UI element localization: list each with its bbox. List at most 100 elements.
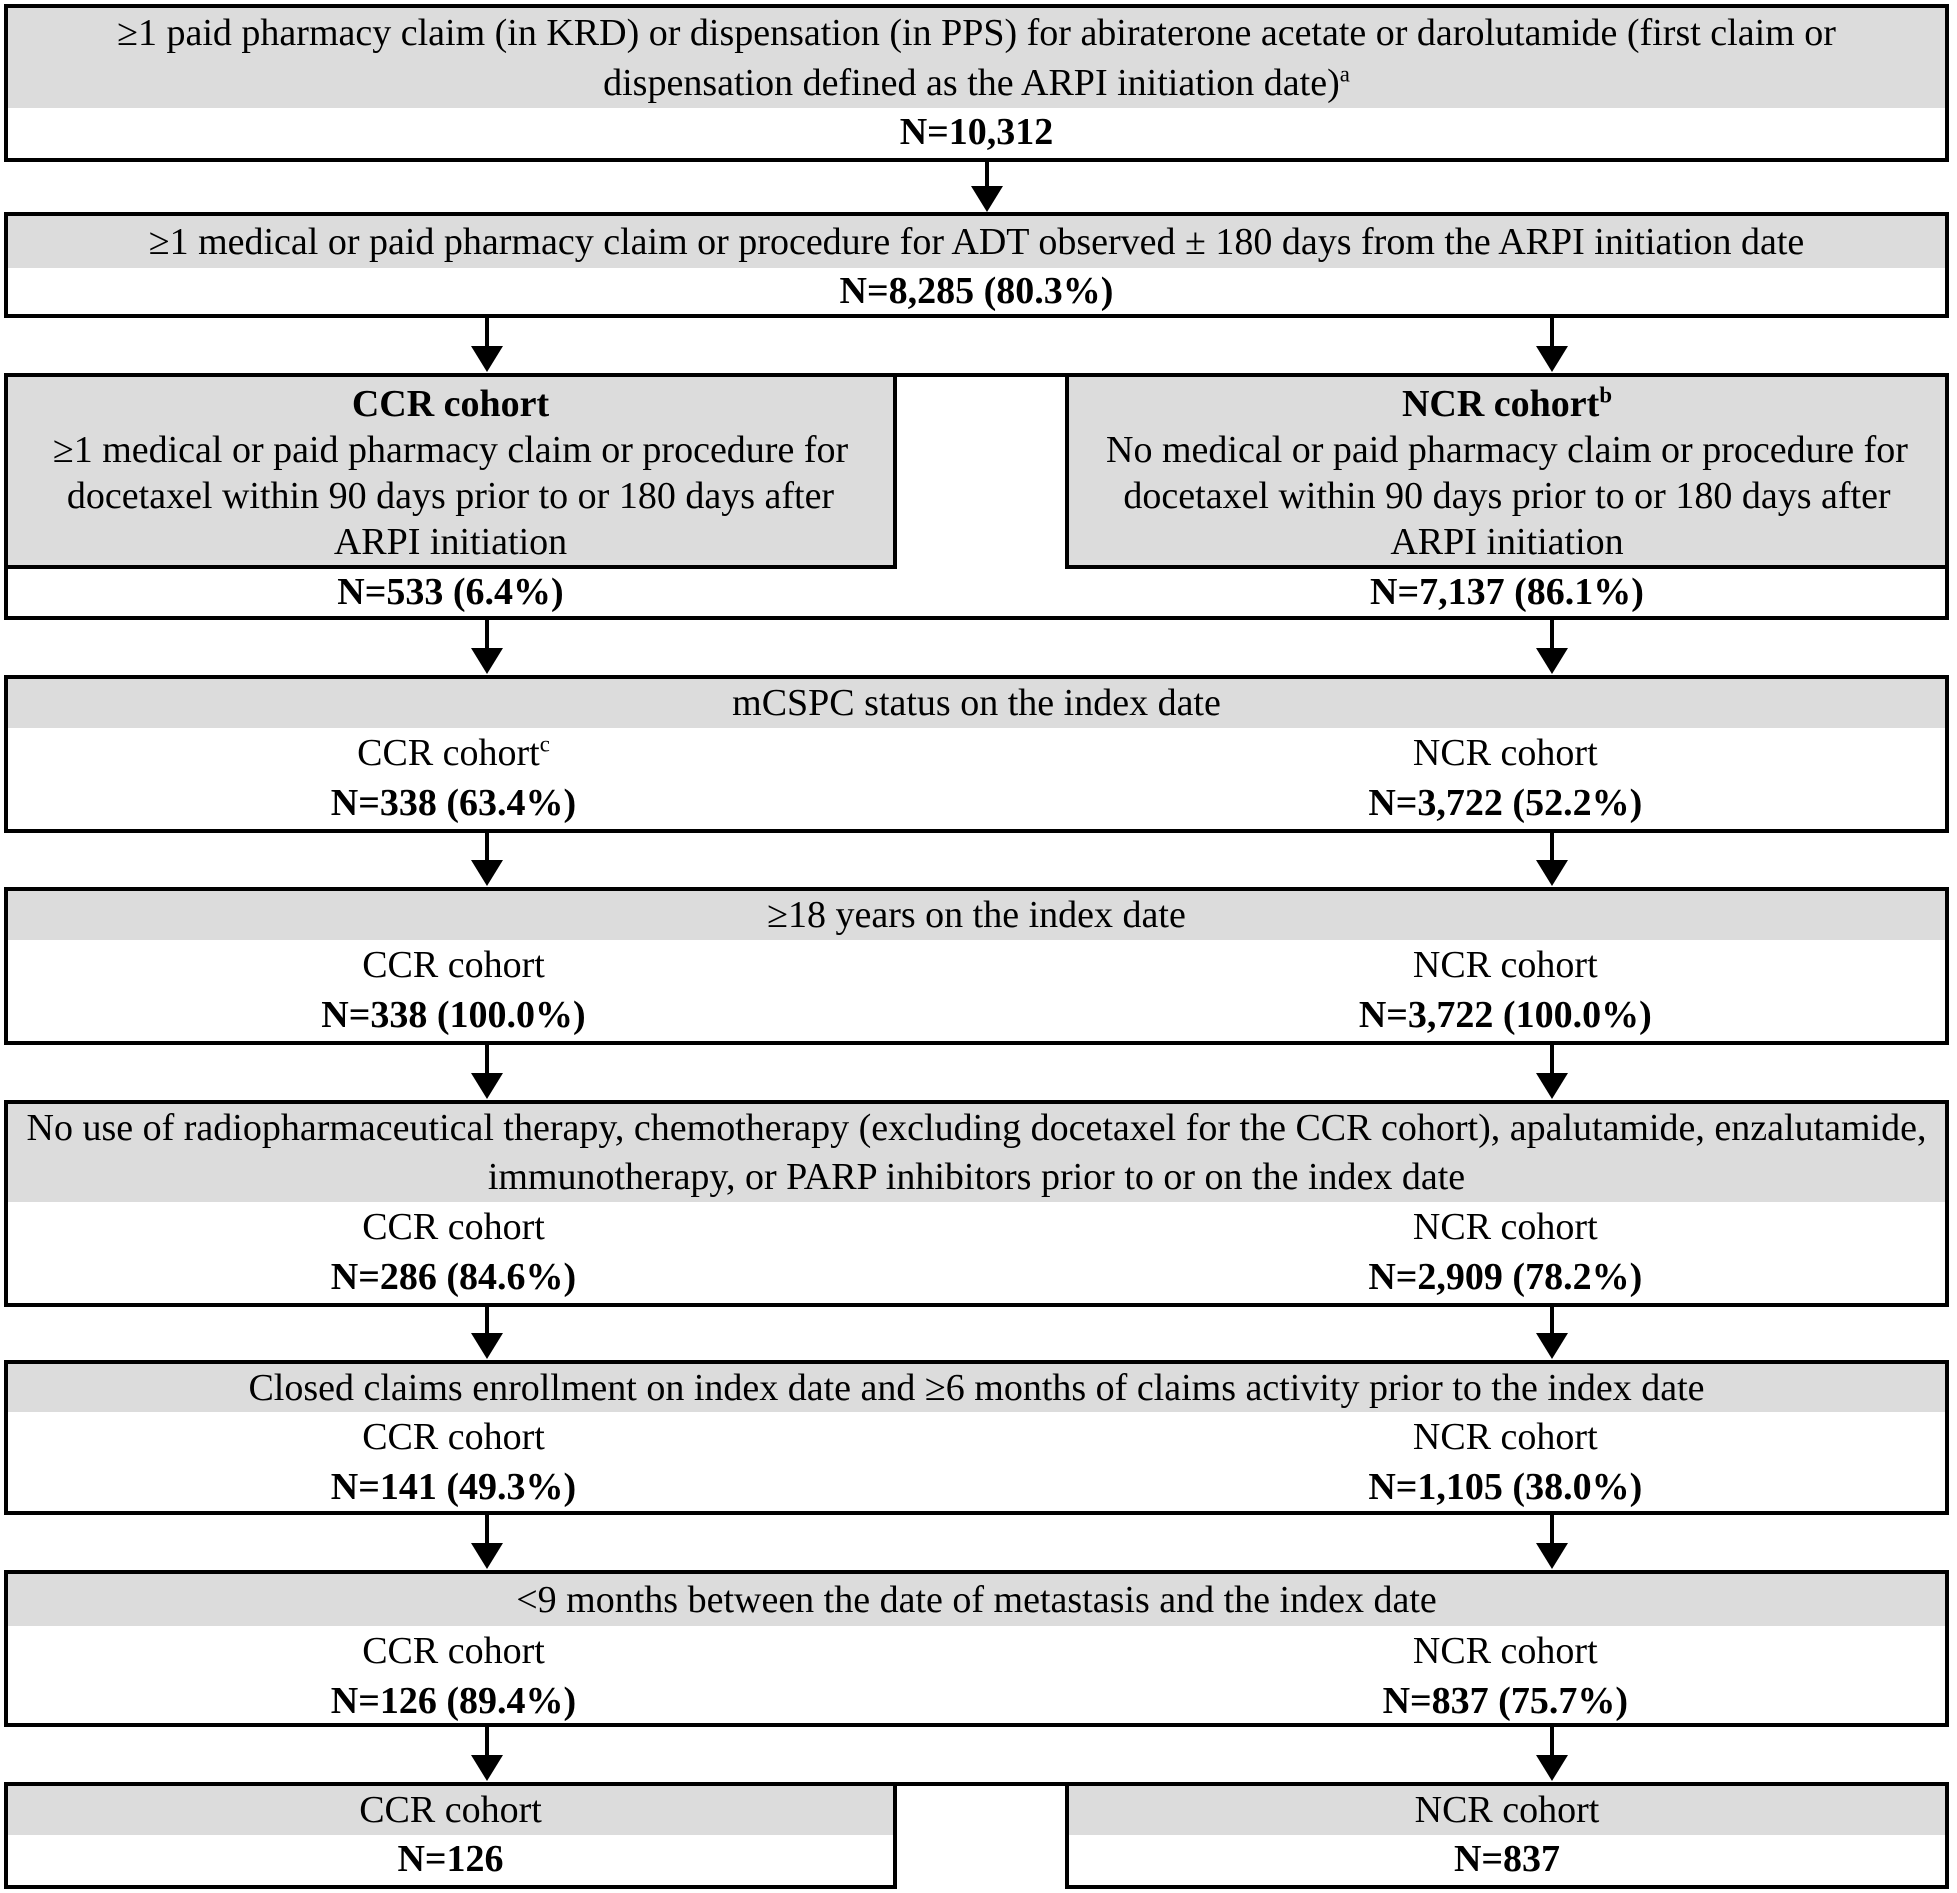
ccr-cohort-criterion: ≥1 medical or paid pharmacy claim or pro…	[52, 429, 849, 563]
arrow-shaft	[485, 1307, 489, 1333]
step8-criterion-band: <9 months between the date of metastasis…	[8, 1574, 1945, 1626]
ccr-n-value: N=338 (100.0%)	[321, 994, 586, 1036]
step1-criterion-band: ≥1 paid pharmacy claim (in KRD) or dispe…	[8, 8, 1945, 108]
arrow-shaft	[485, 318, 489, 346]
step1-text: ≥1 paid pharmacy claim (in KRD) or dispe…	[117, 12, 1836, 104]
final-ccr-box: CCR cohort N=126	[4, 1786, 897, 1889]
arrow-shaft	[485, 1727, 489, 1755]
arrow-head-icon	[471, 1073, 503, 1099]
step8-box: <9 months between the date of metastasis…	[4, 1570, 1949, 1727]
flow-arrow	[1536, 318, 1568, 372]
final-ncr-title: NCR cohort	[1069, 1786, 1945, 1835]
ncr-n-value: N=837 (75.7%)	[1382, 1680, 1628, 1722]
step5-ccr-column: CCR cohort N=338 (100.0%)	[8, 940, 899, 1041]
step5-criterion-band: ≥18 years on the index date	[8, 891, 1945, 940]
step4-ncr-column: NCR cohort N=3,722 (52.2%)	[1066, 728, 1945, 829]
ncr-n-value: N=3,722 (100.0%)	[1358, 994, 1652, 1036]
step6-criterion-band: No use of radiopharmaceutical therapy, c…	[8, 1104, 1945, 1202]
arrow-head-icon	[971, 186, 1003, 212]
step6-criterion-text: No use of radiopharmaceutical therapy, c…	[26, 1107, 1927, 1198]
arrow-head-icon	[1536, 1073, 1568, 1099]
step2-box: ≥1 medical or paid pharmacy claim or pro…	[4, 212, 1949, 318]
cohort-split-box: CCR cohort ≥1 medical or paid pharmacy c…	[4, 373, 1949, 620]
ncr-cohort-label: NCR cohort	[1412, 944, 1598, 986]
ccr-n-value: N=286 (84.6%)	[330, 1256, 577, 1298]
step4-criterion-text: mCSPC status on the index date	[732, 682, 1221, 724]
arrow-shaft	[985, 162, 989, 186]
step7-ccr-column: CCR cohort N=141 (49.3%)	[8, 1412, 899, 1511]
step4-ccr-column: CCR cohortc N=338 (63.4%)	[8, 728, 899, 829]
arrow-head-icon	[1536, 648, 1568, 674]
flow-arrow	[971, 162, 1003, 212]
ncr-n-value: N=1,105 (38.0%)	[1368, 1466, 1643, 1508]
ccr-cohort-label: CCR cohort	[362, 944, 545, 986]
arrow-shaft	[1550, 318, 1554, 346]
step1-criterion-text: ≥1 paid pharmacy claim (in KRD) or dispe…	[18, 8, 1935, 108]
step5-box: ≥18 years on the index date CCR cohort N…	[4, 887, 1949, 1045]
ccr-cohort-label: CCR cohort	[362, 1630, 545, 1672]
step7-box: Closed claims enrollment on index date a…	[4, 1360, 1949, 1515]
ccr-n-value: N=141 (49.3%)	[330, 1466, 577, 1508]
arrow-head-icon	[1536, 860, 1568, 886]
arrow-head-icon	[471, 648, 503, 674]
ncr-title-text: NCR cohort	[1401, 383, 1600, 425]
ccr-title-text: CCR cohort	[351, 383, 550, 425]
ccr-cohort-title: CCR cohort	[8, 381, 893, 427]
arrow-head-icon	[471, 1755, 503, 1781]
step8-ncr-column: NCR cohort N=837 (75.7%)	[1066, 1626, 1945, 1723]
arrow-shaft	[1550, 1727, 1554, 1755]
ncr-cohort-label: NCR cohort	[1412, 1630, 1598, 1672]
arrow-shaft	[485, 1045, 489, 1073]
ccr-cohort-definition-box: CCR cohort ≥1 medical or paid pharmacy c…	[4, 373, 897, 569]
arrow-shaft	[1550, 833, 1554, 860]
step1-box: ≥1 paid pharmacy claim (in KRD) or dispe…	[4, 4, 1949, 162]
ccr-cohort-label: CCR cohortc	[8, 728, 899, 778]
arrow-head-icon	[1536, 346, 1568, 372]
step8-columns: CCR cohort N=126 (89.4%) NCR cohort N=83…	[8, 1626, 1945, 1723]
arrow-shaft	[1550, 1307, 1554, 1333]
flow-arrow	[471, 1515, 503, 1569]
flow-arrow	[471, 1045, 503, 1099]
ccr-split-n-value: N=533 (6.4%)	[337, 571, 564, 613]
step5-columns: CCR cohort N=338 (100.0%) NCR cohort N=3…	[8, 940, 1945, 1041]
step4-criterion-band: mCSPC status on the index date	[8, 679, 1945, 728]
arrow-shaft	[1550, 1045, 1554, 1073]
flow-arrow	[1536, 1515, 1568, 1569]
ncr-n-value: N=3,722 (52.2%)	[1368, 782, 1643, 824]
flow-arrow	[471, 833, 503, 886]
ncr-n-value: N=2,909 (78.2%)	[1368, 1256, 1643, 1298]
final-ncr-box: NCR cohort N=837	[1065, 1786, 1949, 1889]
step2-n-value: N=8,285 (80.3%)	[839, 270, 1114, 312]
ccr-n-value: N=338 (63.4%)	[330, 782, 577, 824]
arrow-head-icon	[471, 1333, 503, 1359]
arrow-head-icon	[471, 1543, 503, 1569]
ncr-cohort-label: NCR cohort	[1412, 1416, 1598, 1458]
step4-box: mCSPC status on the index date CCR cohor…	[4, 675, 1949, 833]
step4-columns: CCR cohortc N=338 (63.4%) NCR cohort N=3…	[8, 728, 1945, 829]
ncr-cohort-definition-box: NCR cohortb No medical or paid pharmacy …	[1065, 373, 1949, 569]
step5-ncr-column: NCR cohort N=3,722 (100.0%)	[1066, 940, 1945, 1041]
ccr-n-value: N=126 (89.4%)	[330, 1680, 577, 1722]
flow-arrow	[1536, 620, 1568, 674]
step2-criterion-text: ≥1 medical or paid pharmacy claim or pro…	[148, 221, 1805, 263]
ncr-split-n-value: N=7,137 (86.1%)	[1370, 571, 1644, 613]
arrow-head-icon	[1536, 1755, 1568, 1781]
arrow-shaft	[1550, 1515, 1554, 1543]
step7-criterion-text: Closed claims enrollment on index date a…	[248, 1367, 1705, 1409]
arrow-shaft	[485, 1515, 489, 1543]
flow-arrow	[1536, 1727, 1568, 1781]
step2-criterion-band: ≥1 medical or paid pharmacy claim or pro…	[8, 216, 1945, 268]
ncr-cohort-criterion: No medical or paid pharmacy claim or pro…	[1106, 429, 1908, 563]
arrow-shaft	[485, 833, 489, 860]
arrow-shaft	[1550, 620, 1554, 648]
footnote-marker-a: a	[1339, 61, 1350, 87]
flow-arrow	[1536, 833, 1568, 886]
arrow-head-icon	[471, 346, 503, 372]
footnote-marker-c: c	[539, 731, 550, 757]
final-ccr-n-value: N=126	[397, 1838, 504, 1880]
ncr-cohort-label: NCR cohort	[1412, 1206, 1598, 1248]
step8-ccr-column: CCR cohort N=126 (89.4%)	[8, 1626, 899, 1723]
flow-arrow	[471, 620, 503, 674]
step6-ccr-column: CCR cohort N=286 (84.6%)	[8, 1202, 899, 1303]
ccr-cohort-label: CCR cohort	[362, 1416, 545, 1458]
